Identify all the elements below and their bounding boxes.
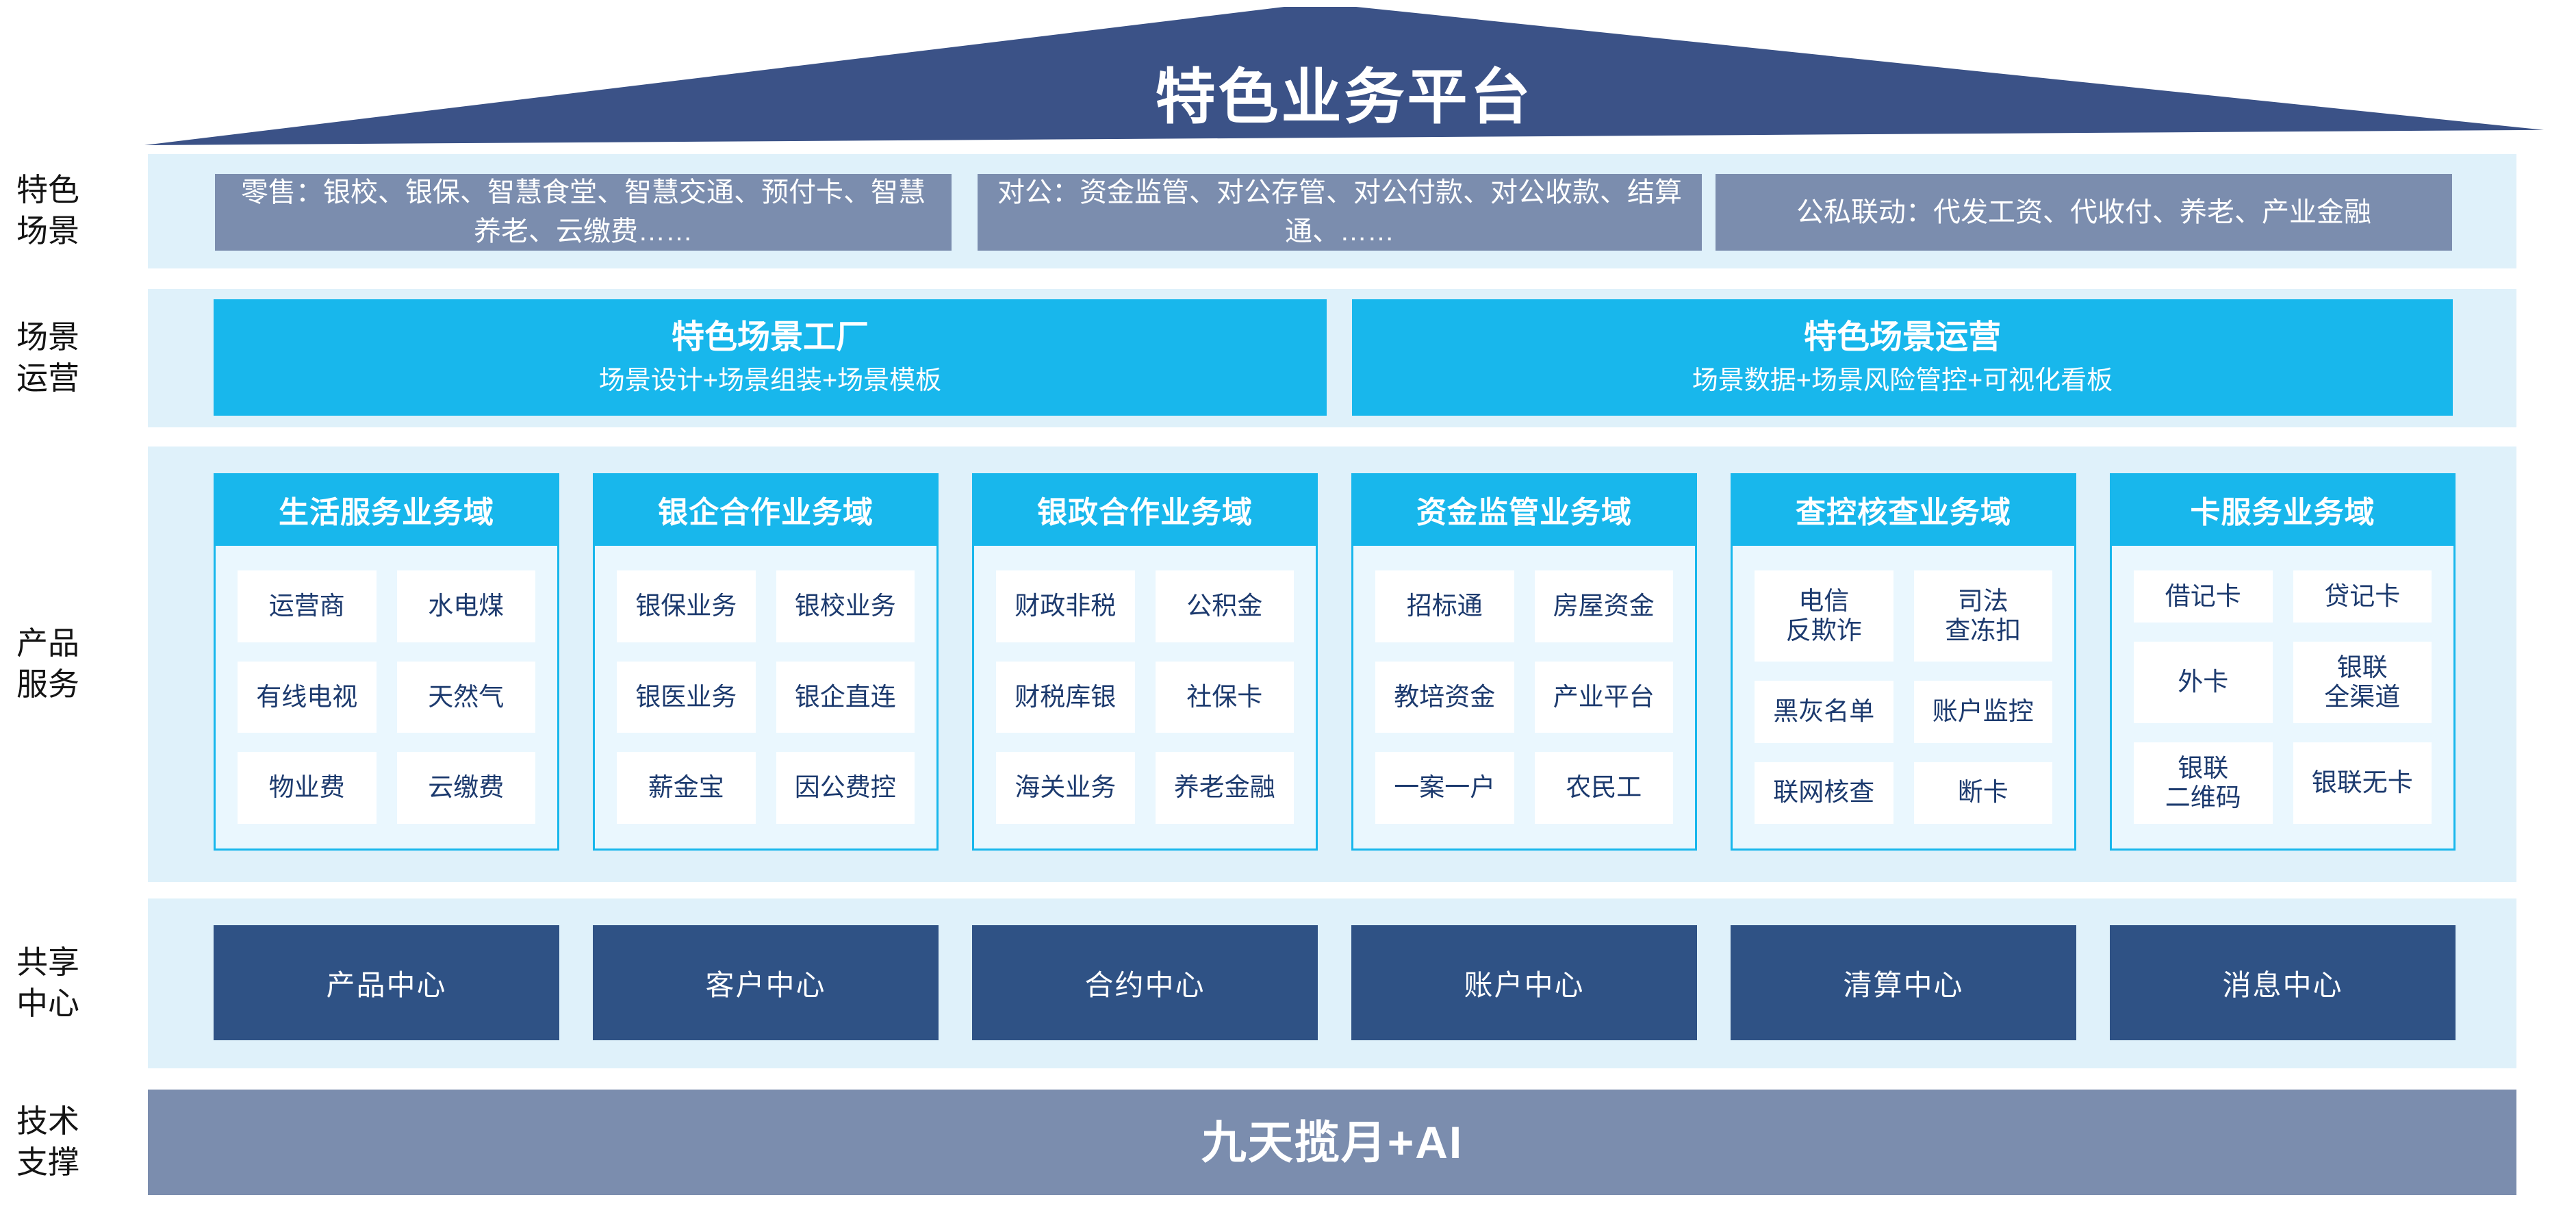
share-center-message: 消息中心 xyxy=(2110,925,2456,1040)
product-cell: 云缴费 xyxy=(396,752,535,824)
product-cell: 银医业务 xyxy=(617,661,756,733)
op-box-subtitle: 场景数据+场景风险管控+可视化看板 xyxy=(1692,366,2113,395)
product-cell: 水电煤 xyxy=(396,570,535,642)
product-cell: 司法 查冻扣 xyxy=(1913,570,2052,662)
page-title: 特色业务平台 xyxy=(1155,63,1533,131)
share-center-clearing: 清算中心 xyxy=(1731,925,2076,1040)
op-box-title: 特色场景运营 xyxy=(1803,319,2001,355)
product-cell: 运营商 xyxy=(238,570,377,642)
column-header: 资金监管业务域 xyxy=(1351,473,1697,546)
op-box-subtitle: 场景设计+场景组装+场景模板 xyxy=(598,366,942,395)
scene-box-corporate: 对公：资金监管、对公存管、对公付款、对公收款、结算通、…… xyxy=(978,174,1702,251)
side-label-scene-operation: 场景 运营 xyxy=(16,319,79,396)
product-column-life-service: 生活服务业务域 运营商 水电煤 有线电视 天然气 物业费 云缴费 xyxy=(214,473,559,851)
op-box-title: 特色场景工厂 xyxy=(671,319,869,355)
share-center-contract: 合约中心 xyxy=(972,925,1318,1040)
product-cell: 薪金宝 xyxy=(617,752,756,824)
roof-banner: 特色业务平台 xyxy=(144,7,2544,145)
product-cell: 借记卡 xyxy=(2134,570,2273,623)
product-cell: 账户监控 xyxy=(1913,681,2052,743)
product-cell: 因公费控 xyxy=(776,752,915,824)
side-label-special-scenes: 特色 场景 xyxy=(16,172,79,249)
product-cell: 一案一户 xyxy=(1375,752,1514,824)
scene-box-retail: 零售：银校、银保、智慧食堂、智慧交通、预付卡、智慧养老、云缴费…… xyxy=(215,174,952,251)
product-cell: 财税库银 xyxy=(996,661,1135,733)
product-cell: 黑灰名单 xyxy=(1755,681,1893,743)
product-column-card-service: 卡服务业务域 借记卡 贷记卡 外卡 银联 全渠道 银联 二维码 银联无卡 xyxy=(2110,473,2456,851)
op-box-scene-factory: 特色场景工厂 场景设计+场景组装+场景模板 xyxy=(214,299,1327,416)
product-cell: 有线电视 xyxy=(238,661,377,733)
product-cell: 联网核查 xyxy=(1755,762,1893,824)
side-label-tech-support: 技术 支撑 xyxy=(16,1103,79,1180)
column-header: 生活服务业务域 xyxy=(214,473,559,546)
product-cell: 社保卡 xyxy=(1155,661,1294,733)
tech-support-band: 九天揽月+AI xyxy=(148,1090,2516,1195)
column-body: 电信 反欺诈 司法 查冻扣 黑灰名单 账户监控 联网核查 断卡 xyxy=(1731,546,2076,851)
product-cell: 银企直连 xyxy=(776,661,915,733)
product-cell: 公积金 xyxy=(1155,570,1294,642)
product-cell: 财政非税 xyxy=(996,570,1135,642)
product-cell: 电信 反欺诈 xyxy=(1755,570,1893,662)
tech-support-title: 九天揽月+AI xyxy=(1201,1117,1464,1168)
product-cell: 产业平台 xyxy=(1534,661,1673,733)
side-label-product-service: 产品 服务 xyxy=(16,625,79,702)
product-cell: 海关业务 xyxy=(996,752,1135,824)
column-body: 招标通 房屋资金 教培资金 产业平台 一案一户 农民工 xyxy=(1351,546,1697,851)
column-body: 借记卡 贷记卡 外卡 银联 全渠道 银联 二维码 银联无卡 xyxy=(2110,546,2456,851)
scene-box-public-private: 公私联动：代发工资、代收付、养老、产业金融 xyxy=(1716,174,2452,251)
column-header: 银政合作业务域 xyxy=(972,473,1318,546)
op-box-scene-operation: 特色场景运营 场景数据+场景风险管控+可视化看板 xyxy=(1352,299,2453,416)
product-cell: 农民工 xyxy=(1534,752,1673,824)
product-cell: 断卡 xyxy=(1913,762,2052,824)
share-center-product: 产品中心 xyxy=(214,925,559,1040)
share-center-customer: 客户中心 xyxy=(593,925,939,1040)
product-cell: 天然气 xyxy=(396,661,535,733)
product-cell: 教培资金 xyxy=(1375,661,1514,733)
product-cell: 招标通 xyxy=(1375,570,1514,642)
share-center-account: 账户中心 xyxy=(1351,925,1697,1040)
column-body: 运营商 水电煤 有线电视 天然气 物业费 云缴费 xyxy=(214,546,559,851)
product-column-inquiry-control: 查控核查业务域 电信 反欺诈 司法 查冻扣 黑灰名单 账户监控 联网核查 断卡 xyxy=(1731,473,2076,851)
product-cell: 银联 二维码 xyxy=(2134,742,2273,824)
product-cell: 贷记卡 xyxy=(2293,570,2432,623)
product-column-fund-supervision: 资金监管业务域 招标通 房屋资金 教培资金 产业平台 一案一户 农民工 xyxy=(1351,473,1697,851)
product-cell: 房屋资金 xyxy=(1534,570,1673,642)
product-column-bank-enterprise: 银企合作业务域 银保业务 银校业务 银医业务 银企直连 薪金宝 因公费控 xyxy=(593,473,939,851)
product-cell: 银校业务 xyxy=(776,570,915,642)
side-label-share-center: 共享 中心 xyxy=(16,944,79,1021)
product-cell: 养老金融 xyxy=(1155,752,1294,824)
column-body: 财政非税 公积金 财税库银 社保卡 海关业务 养老金融 xyxy=(972,546,1318,851)
product-cell: 银联 全渠道 xyxy=(2293,642,2432,724)
product-cell: 银联无卡 xyxy=(2293,742,2432,824)
column-header: 银企合作业务域 xyxy=(593,473,939,546)
product-cell: 物业费 xyxy=(238,752,377,824)
column-header: 查控核查业务域 xyxy=(1731,473,2076,546)
product-cell: 银保业务 xyxy=(617,570,756,642)
product-cell: 外卡 xyxy=(2134,642,2273,724)
column-body: 银保业务 银校业务 银医业务 银企直连 薪金宝 因公费控 xyxy=(593,546,939,851)
product-column-bank-government: 银政合作业务域 财政非税 公积金 财税库银 社保卡 海关业务 养老金融 xyxy=(972,473,1318,851)
column-header: 卡服务业务域 xyxy=(2110,473,2456,546)
